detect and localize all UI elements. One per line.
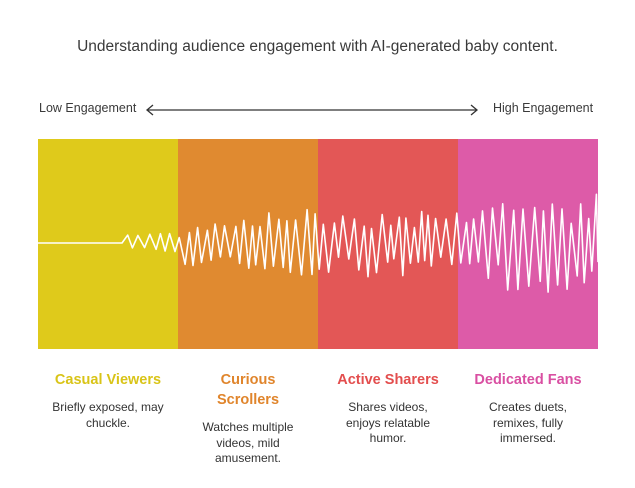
stage-description: Watches multiple videos, mild amusement. [202, 420, 294, 465]
stage-curious-scrollers: Curious Scrollers Watches multiple video… [178, 370, 318, 467]
diagram-title: Understanding audience engagement with A… [77, 38, 558, 55]
stage-description: Shares videos, enjoys relatable humor. [345, 400, 431, 445]
stage-casual-viewers: Casual Viewers Briefly exposed, may chuc… [38, 370, 178, 431]
stage-dedicated-fans: Dedicated Fans Creates duets, remixes, f… [458, 370, 598, 447]
stage-description: Creates duets, remixes, fully immersed. [488, 400, 568, 445]
stage-description: Briefly exposed, may chuckle. [52, 400, 164, 430]
stage-active-sharers: Active Sharers Shares videos, enjoys rel… [318, 370, 458, 447]
high-engagement-label: High Engagement [493, 101, 594, 115]
stage-title: Casual Viewers [54, 372, 162, 388]
stage-title: Dedicated Fans [474, 372, 582, 388]
engagement-scale-arrow [145, 104, 479, 116]
stage-title: Curious Scrollers [216, 372, 280, 408]
stage-title: Active Sharers [337, 372, 439, 388]
segment-curious-scrollers [178, 139, 318, 349]
engagement-waveform [38, 193, 598, 293]
engagement-band [38, 139, 598, 349]
segment-dedicated-fans [458, 139, 598, 349]
segment-active-sharers [318, 139, 458, 349]
low-engagement-label: Low Engagement [39, 101, 137, 115]
